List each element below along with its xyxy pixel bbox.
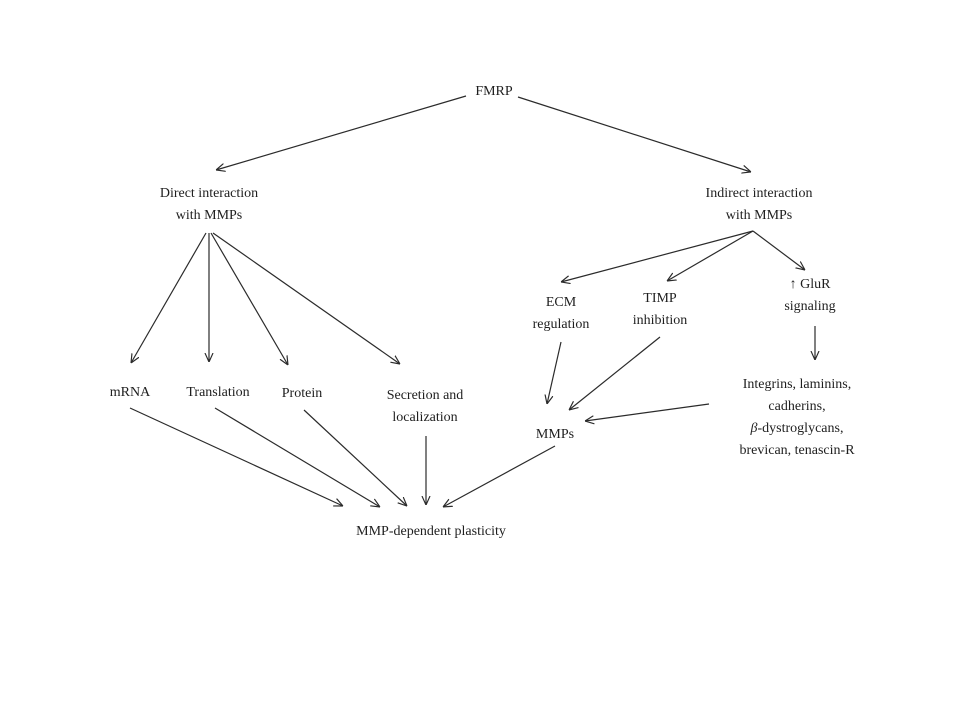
beta-symbol: β bbox=[750, 421, 758, 436]
node-label-line: Protein bbox=[281, 386, 323, 401]
node-mmp-dependent-plasticity: MMP-dependent plasticity bbox=[356, 521, 506, 543]
arrow-direct-to-protein bbox=[210, 232, 288, 365]
node-protein: Protein bbox=[282, 383, 322, 405]
arrow-indirect-to-glur bbox=[752, 230, 805, 270]
arrow-translation-to-plasticity bbox=[214, 407, 380, 507]
node-label-line: signaling bbox=[784, 299, 836, 314]
arrow-direct-to-mrna bbox=[131, 232, 207, 363]
node-timp-inhibition: TIMP inhibition bbox=[633, 288, 687, 332]
node-mmps: MMPs bbox=[536, 424, 574, 446]
arrow-mrna-to-plasticity bbox=[129, 407, 343, 506]
node-ecm-regulation: ECM regulation bbox=[533, 292, 590, 336]
node-direct-interaction: Direct interaction with MMPs bbox=[160, 183, 258, 227]
arrow-indirect-to-timp bbox=[667, 230, 754, 281]
node-label-line: MMPs bbox=[535, 427, 575, 442]
node-label-line: Integrins, laminins, bbox=[742, 377, 852, 392]
node-label-line: cadherins, bbox=[768, 399, 826, 414]
node-glur-signaling: ↑ GluR signaling bbox=[784, 274, 835, 318]
arrow-protein-to-plasticity bbox=[303, 409, 407, 506]
node-label-line: ECM bbox=[545, 295, 577, 310]
arrow-indirect-to-ecm bbox=[561, 230, 754, 282]
node-label-line: brevican, tenascin-R bbox=[739, 443, 855, 458]
arrow-integrins-to-mmps bbox=[585, 403, 710, 421]
node-label-line: with MMPs bbox=[725, 208, 793, 223]
node-label-line: with MMPs bbox=[175, 208, 243, 223]
node-label-line: FMRP bbox=[475, 84, 513, 99]
arrow-timp-to-mmps bbox=[569, 336, 661, 410]
node-label-line: Translation bbox=[186, 385, 250, 400]
node-label-line: TIMP bbox=[643, 291, 677, 306]
node-label-line: regulation bbox=[532, 317, 590, 332]
node-label-line: Indirect interaction bbox=[705, 186, 813, 201]
node-label-line: inhibition bbox=[632, 313, 688, 328]
node-label-line: Direct interaction bbox=[159, 186, 259, 201]
node-label-line: Secretion and bbox=[386, 388, 464, 403]
node-mrna: mRNA bbox=[110, 382, 150, 404]
node-indirect-interaction: Indirect interaction with MMPs bbox=[706, 183, 813, 227]
arrow-fmrp-to-indirect bbox=[517, 96, 751, 172]
arrow-fmrp-to-direct bbox=[216, 95, 467, 170]
node-fmrp: FMRP bbox=[475, 81, 512, 103]
node-translation: Translation bbox=[186, 382, 249, 404]
node-label-line: mRNA bbox=[109, 385, 151, 400]
node-label-line: localization bbox=[392, 410, 458, 425]
arrow-direct-to-secretion bbox=[212, 232, 400, 364]
arrow-mmps-to-plasticity bbox=[443, 445, 556, 507]
node-label-line: ↑ GluR bbox=[789, 277, 831, 292]
node-label-line: MMP-dependent plasticity bbox=[356, 524, 506, 539]
node-label-line: β-dystroglycans, bbox=[750, 421, 844, 436]
node-secretion-localization: Secretion and localization bbox=[387, 385, 464, 429]
arrow-ecm-to-mmps bbox=[547, 341, 562, 404]
node-ecm-molecules: Integrins, laminins, cadherins, β-dystro… bbox=[739, 374, 854, 462]
